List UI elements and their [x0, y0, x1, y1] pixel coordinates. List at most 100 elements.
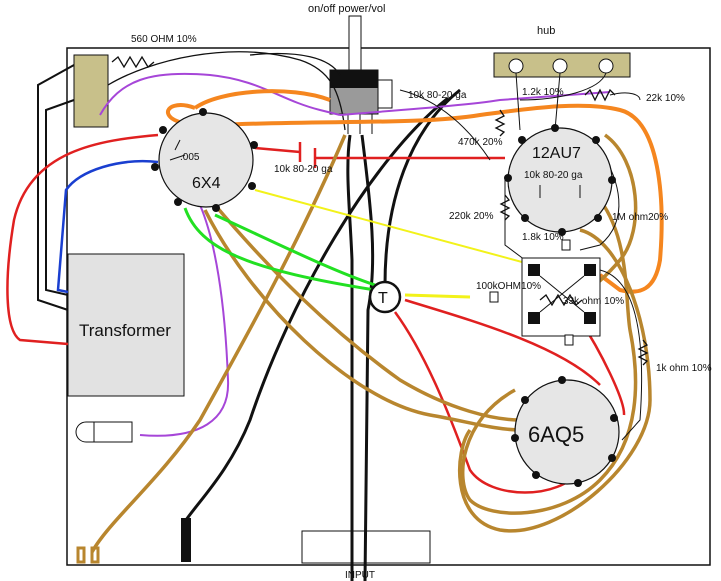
label-r-100k: 100kOHM10% — [476, 281, 541, 292]
tube-6x4-pin-7 — [250, 141, 258, 149]
tube-6aq5-pin-6 — [608, 454, 616, 462]
tube-6x4-pin-3 — [151, 163, 159, 171]
brown-lug-2 — [90, 546, 100, 564]
lead-hub-3 — [519, 72, 607, 101]
wire-red-t-6aq5 — [404, 298, 601, 386]
wire-blue — [56, 160, 159, 294]
wire-black-clamp — [181, 518, 191, 562]
tube-12au7-pin-3 — [504, 174, 512, 182]
transformer-label: Transformer — [79, 321, 171, 340]
tube-6aq5-pin-5 — [574, 479, 582, 487]
label-r-10k-mid: 10k 80-20 ga — [274, 164, 333, 175]
label-r-10k-tube: 10k 80-20 ga — [524, 170, 583, 181]
tube-6aq5-pin-1 — [558, 376, 566, 384]
cap-005-plate-2 — [169, 154, 186, 161]
wire-green-2 — [214, 213, 376, 287]
pot-top-band — [330, 70, 378, 88]
wire-black-thick-1 — [346, 134, 354, 581]
lead-470k — [399, 89, 491, 161]
wire-black-3 — [107, 51, 346, 131]
tube-6x4 — [158, 112, 254, 208]
tube-12au7-pin-4 — [521, 214, 529, 222]
pot-switch-tab — [377, 79, 393, 109]
lead-hub-2 — [554, 72, 561, 131]
tube-6x4-label: 6X4 — [192, 175, 221, 192]
tube-6x4-pin-4 — [174, 198, 182, 206]
tube-6x4-pin-6 — [248, 182, 256, 190]
label-input: INPUT — [345, 570, 375, 581]
hub-lug-3 — [598, 58, 614, 74]
wire-black-2 — [45, 99, 75, 296]
pilot-lamp — [75, 421, 133, 443]
tube-12au7-pin-5 — [558, 228, 566, 236]
resistor-470k — [494, 109, 506, 137]
terminal-diag-2 — [539, 275, 585, 313]
wire-brown-6 — [457, 228, 652, 533]
lead-1k — [599, 269, 643, 441]
tube-6x4-pin-2 — [159, 126, 167, 134]
tube-12au7-pin-6 — [594, 214, 602, 222]
label-cap-005: .005 — [180, 152, 200, 163]
wire-yellow-1 — [254, 189, 523, 263]
label-r-33k: 33k ohm 10% — [563, 296, 624, 307]
wire-green-1 — [183, 207, 376, 292]
tube-12au7-pin-2 — [518, 136, 526, 144]
terminal-small-1 — [561, 239, 571, 251]
tube-6aq5-pin-7 — [610, 414, 618, 422]
wire-red-t-lower — [393, 311, 582, 494]
lead-hub-1 — [515, 72, 521, 131]
terminal-pad-1 — [528, 264, 540, 276]
brown-lug-1 — [76, 546, 86, 564]
label-r-1k: 1k ohm 10% — [656, 363, 712, 374]
label-r-1-2k: 1.2k 10% — [522, 87, 564, 98]
label-hub: hub — [537, 25, 555, 37]
chassis-outline — [66, 47, 711, 566]
tube-12au7-pin-7 — [608, 176, 616, 184]
tube-6aq5-pin-4 — [532, 471, 540, 479]
wire-brown-3 — [90, 134, 347, 553]
terminal-t-label: T — [378, 290, 388, 307]
wire-red-6x4-cap — [254, 146, 301, 154]
terminal-pad-4 — [584, 312, 596, 324]
label-r-560: 560 OHM 10% — [131, 34, 197, 45]
terminal-small-3 — [489, 291, 499, 303]
label-r-220k: 220k 20% — [449, 211, 494, 222]
tube-6aq5-pin-3 — [511, 434, 519, 442]
tube-12au7-pin-1 — [551, 124, 559, 132]
tube-6aq5-pin-2 — [521, 396, 529, 404]
transformer-body — [67, 253, 185, 397]
terminal-pad-3 — [528, 312, 540, 324]
wire-orange-2 — [193, 89, 331, 110]
terminal-small-2 — [564, 334, 574, 346]
label-r-10k-top: 10k 80-20 ga — [408, 90, 467, 101]
terminal-t — [368, 280, 402, 314]
label-r-470k: 470k 20% — [458, 137, 503, 148]
resistor-22k — [584, 88, 616, 102]
label-r-1-8k: 1.8k 10% — [522, 232, 564, 243]
wire-purple-1 — [99, 72, 341, 116]
wire-brown-4 — [460, 198, 638, 515]
tube-6aq5-label: 6AQ5 — [528, 422, 584, 447]
hub-lug-2 — [552, 58, 568, 74]
label-r-22k: 22k 10% — [646, 93, 685, 104]
pot-shaft — [348, 15, 362, 73]
cap-005-plate-1 — [174, 139, 181, 151]
wire-black-1 — [37, 64, 75, 311]
tube-6x4-pin-1 — [199, 108, 207, 116]
wire-yellow-2 — [404, 293, 471, 299]
label-on-off-power-vol: on/off power/vol — [308, 3, 385, 15]
resistor-1k — [637, 339, 649, 366]
wire-brown-2 — [203, 209, 523, 432]
terminal-pad-2 — [584, 264, 596, 276]
wire-black-thick-4 — [184, 96, 449, 521]
resistor-560 — [111, 55, 155, 69]
power-switch-block — [73, 54, 109, 128]
tube-12au7-label: 12AU7 — [532, 145, 581, 162]
hub-lug-1 — [508, 58, 524, 74]
wire-red-left — [6, 133, 159, 346]
tube-6x4-pin-5 — [212, 204, 220, 212]
wire-black-4 — [249, 52, 341, 76]
tube-12au7-pin-8 — [592, 136, 600, 144]
resistor-220k — [499, 194, 511, 221]
